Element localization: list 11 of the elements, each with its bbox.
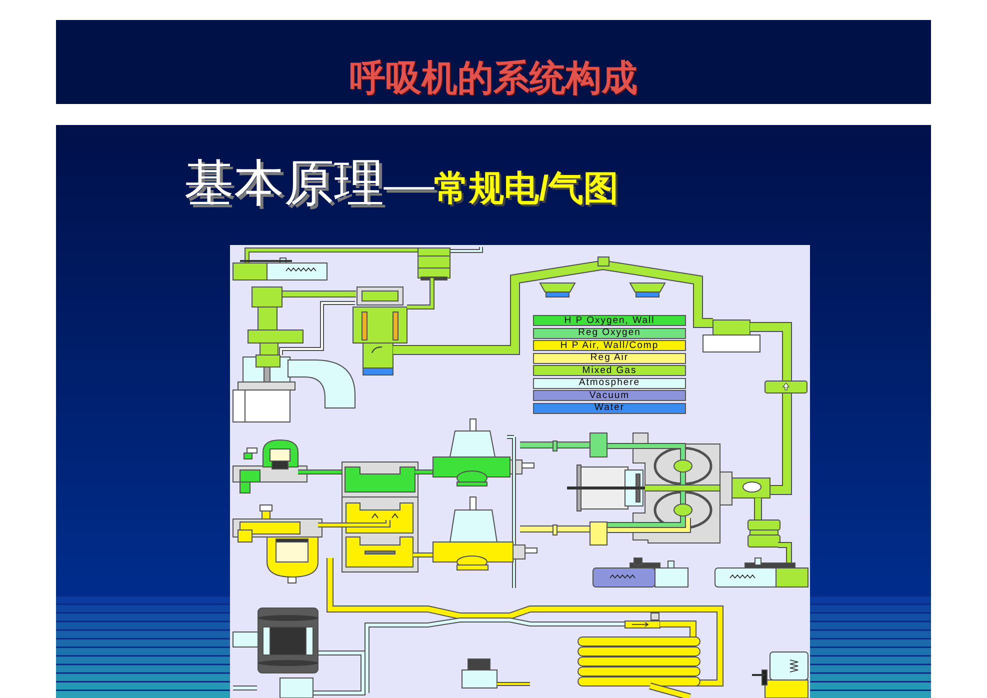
legend-label: Reg Air (590, 353, 629, 363)
slide-heading: 呼吸机的系统构成 (350, 56, 638, 98)
legend-label: Atmosphere (578, 378, 640, 388)
slide-subtitle: 常规电/气图 (434, 169, 619, 210)
legend-label: H P Oxygen, Wall (564, 316, 655, 326)
legend-label: Mixed Gas (582, 366, 637, 376)
legend-label: Vacuum (589, 390, 630, 400)
legend-label: H P Air, Wall/Comp (560, 340, 659, 350)
slide-title: 基本原理— (184, 155, 434, 212)
legend-label: Water (594, 403, 624, 413)
legend-label: Reg Oxygen (578, 328, 641, 338)
